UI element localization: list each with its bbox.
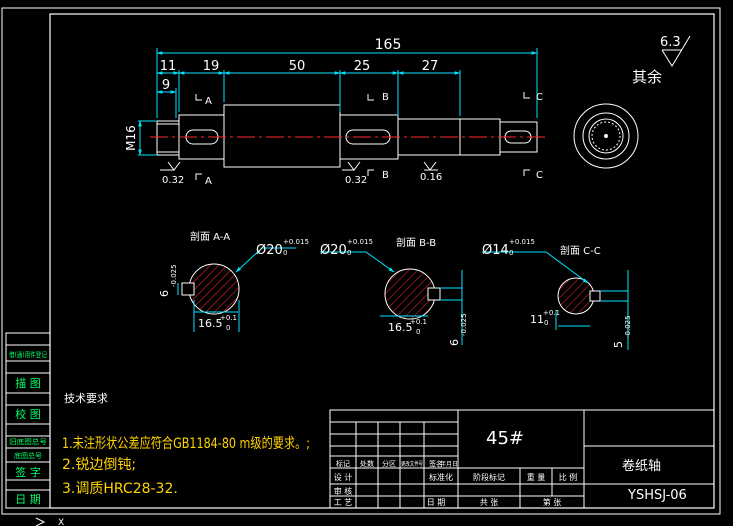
part-name: 卷纸轴	[622, 458, 661, 474]
tech-req-line-2: 2.锐边倒钝;	[62, 457, 136, 473]
section-cc-dims	[482, 251, 629, 350]
tech-req-line-1: 1.未注形状公差应符合GB1184-80 m级的要求。;	[62, 435, 310, 452]
section-bb-title: 剖面 B-B	[396, 236, 436, 249]
section-bb-depth-tol: +0.1	[410, 318, 427, 326]
rough-value-1: 0.32	[162, 175, 184, 186]
section-bb-dims	[320, 251, 463, 345]
cursor-x-label: X	[58, 518, 64, 526]
side-table-cell-1: 描 图	[15, 376, 41, 390]
tb-bottom-label-2: 日 期	[427, 498, 446, 507]
section-aa	[181, 263, 240, 315]
section-cc-depth-tol2: 0	[544, 319, 548, 327]
section-bb-keyw: 6	[448, 339, 461, 346]
material: 45#	[486, 428, 524, 449]
tb-design-label-1: 标准化	[429, 472, 453, 482]
section-mark-a-top: A	[205, 96, 212, 107]
section-cc-title: 剖面 C-C	[560, 244, 601, 257]
tb-row-label-2: 分区	[382, 459, 396, 468]
section-bb-depth-tol2: 0	[416, 328, 420, 336]
dim-27: 27	[422, 59, 439, 74]
section-aa-keyw-tol: -0.025	[170, 264, 178, 287]
roughness-value: 6.3	[660, 35, 681, 50]
tb-design-label-3: 重 量	[527, 472, 546, 482]
side-table-cell-6: 日 期	[15, 493, 41, 506]
outer-frame	[1, 7, 721, 515]
dim-19: 19	[203, 59, 220, 74]
section-aa-keyw: 6	[158, 290, 171, 297]
rough-value-2: 0.32	[345, 175, 367, 186]
section-aa-depth-tol2: 0	[226, 324, 230, 332]
shaft-end-view	[573, 103, 639, 169]
dim-25: 25	[354, 59, 371, 74]
side-table-cell-0: 借(通)用件登记	[9, 350, 47, 359]
dim-total: 165	[375, 37, 402, 53]
side-table-cell-3: 旧底图总号	[9, 437, 47, 446]
section-aa-dia: Ø20	[256, 243, 283, 258]
shaft-main-view	[156, 104, 538, 168]
tb-bottom-label-3: 共 张	[480, 498, 499, 507]
section-cc-tol: +0.015	[509, 238, 535, 246]
side-table-cell-5: 签 字	[15, 465, 41, 479]
dimension-lines	[138, 48, 538, 156]
tb-bottom-label-1: 工 艺	[334, 498, 353, 507]
section-bb-tol: +0.015	[347, 238, 373, 246]
section-mark-a-bottom: A	[205, 176, 212, 187]
section-mark-c-top: C	[536, 92, 543, 103]
section-bb-dia: Ø20	[320, 243, 347, 258]
roughness-symbol	[661, 35, 691, 67]
section-mark-c-bottom: C	[536, 170, 543, 181]
rough-value-3: 0.16	[420, 172, 442, 183]
section-aa-title: 剖面 A-A	[190, 230, 230, 243]
section-cc-dia: Ø14	[482, 243, 509, 258]
dim-9: 9	[162, 78, 170, 93]
section-cut-lines	[195, 92, 530, 180]
ucs-cursor-icon	[35, 517, 46, 526]
roughness-marks	[160, 161, 438, 171]
side-table-grid	[5, 332, 51, 509]
section-cc-depth: 11	[530, 313, 544, 326]
title-block-grid	[329, 409, 715, 509]
section-cc-keyw-tol: -0.025	[624, 315, 632, 338]
tech-req-line-3: 3.调质HRC28-32.	[62, 481, 178, 497]
tb-design-label-0: 设 计	[334, 472, 353, 482]
section-bb	[384, 268, 441, 320]
tb-row-label-0: 标记	[336, 459, 350, 468]
section-mark-b-top: B	[382, 92, 389, 103]
tb-row-label-5: 年月日	[440, 460, 458, 468]
tb-bottom-label-4: 第 张	[543, 497, 562, 507]
section-cc-keyw: 5	[612, 341, 625, 348]
tb-row-label-3: 更改文件号	[401, 460, 423, 468]
section-bb-keyw-tol: -0.025	[460, 313, 468, 336]
tb-row-label-1: 处数	[360, 459, 374, 468]
section-aa-dims	[177, 247, 296, 332]
section-cc-depth-tol: +0.1	[543, 309, 560, 317]
section-aa-tol2: 0	[283, 249, 287, 257]
dim-50: 50	[289, 59, 306, 74]
tb-bottom-label-0: 审 核	[334, 486, 353, 496]
roughness-note: 其余	[632, 68, 662, 86]
drawing-number: YSHSJ-06	[627, 488, 687, 503]
tb-row-label-4: 签名	[429, 459, 443, 468]
section-mark-b-bottom: B	[382, 170, 389, 181]
tb-design-label-4: 比 例	[559, 472, 578, 482]
side-table-cell-4: 底图总号	[14, 451, 42, 460]
section-aa-tol: +0.015	[283, 238, 309, 246]
section-bb-depth: 16.5	[388, 321, 413, 334]
section-aa-depth-tol: +0.1	[220, 314, 237, 322]
tb-design-label-2: 阶段标记	[473, 472, 505, 482]
dim-11: 11	[160, 59, 177, 74]
side-table-cell-2: 校 图	[15, 407, 41, 421]
dim-m16: M16	[124, 125, 138, 151]
tech-req-title: 技术要求	[64, 392, 108, 405]
section-cc	[557, 277, 601, 315]
section-aa-depth: 16.5	[198, 317, 223, 330]
section-bb-tol2: 0	[347, 249, 351, 257]
section-cc-tol2: 0	[509, 249, 513, 257]
